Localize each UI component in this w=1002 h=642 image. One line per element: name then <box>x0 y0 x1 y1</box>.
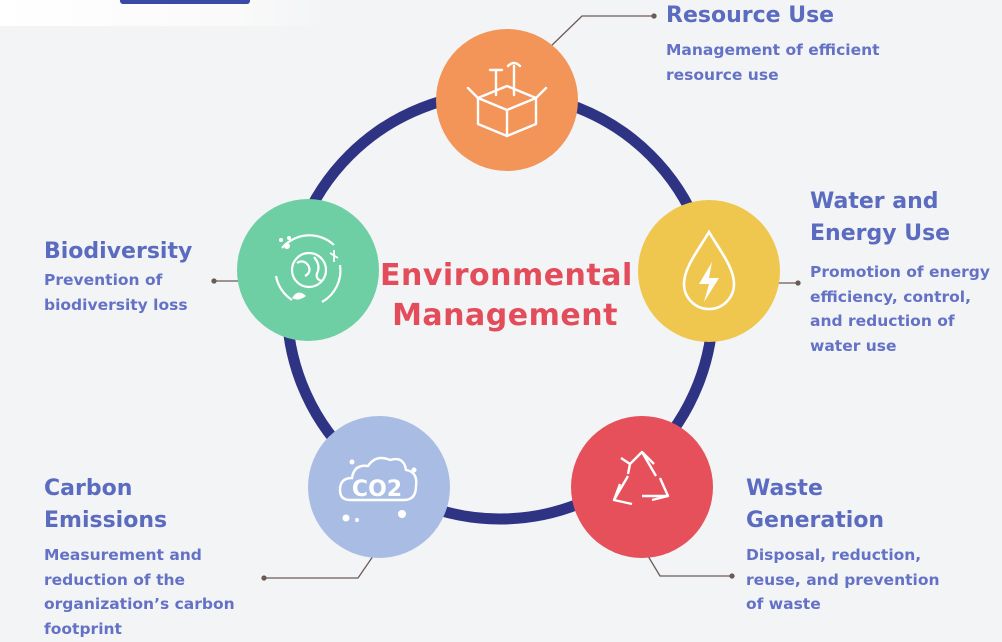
co2-cloud-icon: CO2 <box>338 456 418 522</box>
bio-title: Biodiversity <box>44 239 193 264</box>
label-carbon: Carbon Emissions Measurement and reducti… <box>44 473 249 641</box>
node-resource <box>436 29 578 171</box>
node-bio <box>237 199 379 341</box>
bio-description: Prevention of biodiversity loss <box>44 271 188 314</box>
recycle-icon <box>612 450 670 506</box>
connector-waste-dot <box>729 573 735 579</box>
resource-title: Resource Use <box>666 3 835 28</box>
top-smudge <box>0 0 330 26</box>
connector-resource-dot <box>651 13 657 19</box>
waste-description: Disposal, reduction, reuse, and preventi… <box>746 546 940 613</box>
water-title: Water and Energy Use <box>810 189 951 246</box>
label-waste: Waste Generation Disposal, reduction, re… <box>746 473 956 617</box>
energy-drop-icon <box>682 229 736 311</box>
top-tab <box>120 0 250 4</box>
water-description: Promotion of energy efficiency, control,… <box>810 263 990 355</box>
node-waste <box>571 416 713 558</box>
center-title: Environmental Management <box>380 256 633 336</box>
connector-bio-dot <box>211 278 217 284</box>
connector-carbon-dot <box>261 575 267 581</box>
resource-description: Management of efficient resource use <box>666 41 880 84</box>
center-title-line1: Environmental <box>380 258 633 293</box>
label-bio: Biodiversity Prevention of biodiversity … <box>44 236 214 317</box>
label-water: Water and Energy Use Promotion of energy… <box>810 186 990 358</box>
co2-label: CO2 <box>352 477 402 502</box>
globe-nature-icon <box>274 234 342 303</box>
toolbox-icon <box>466 61 548 138</box>
node-carbon: CO2 <box>308 416 450 558</box>
center-title-line2: Management <box>392 298 618 333</box>
label-resource: Resource Use Management of efficient res… <box>666 0 986 87</box>
waste-title: Waste Generation <box>746 476 885 533</box>
connector-water-dot <box>795 280 801 286</box>
carbon-description: Measurement and reduction of the organiz… <box>44 546 235 638</box>
connector-resource <box>547 15 654 50</box>
carbon-title: Carbon Emissions <box>44 476 168 533</box>
node-water <box>638 200 780 342</box>
